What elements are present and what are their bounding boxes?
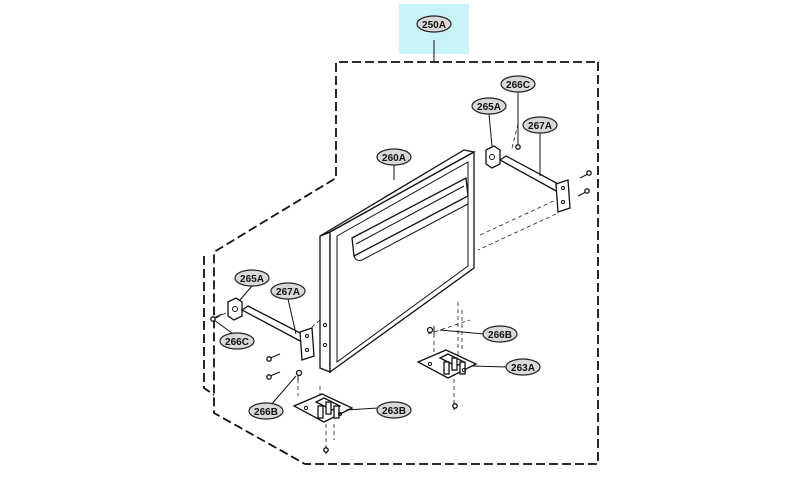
screws-top-right — [515, 130, 592, 197]
hinge-left — [292, 369, 354, 454]
leader-266B-right — [439, 329, 485, 335]
label-263B: 263B — [376, 401, 412, 419]
hidden-line-4 — [427, 319, 471, 335]
bracket-left — [227, 297, 243, 321]
hinge-right — [416, 326, 478, 410]
leader-263B — [345, 407, 379, 411]
door-panel — [319, 149, 476, 374]
svg-text:250A: 250A — [422, 20, 446, 31]
label-265A-top: 265A — [471, 97, 507, 115]
leader-265A-left — [239, 285, 253, 301]
bracket-top — [485, 145, 501, 169]
leader-266B-left — [269, 375, 297, 407]
assembly-boundary-inner — [203, 256, 215, 396]
rail-top — [498, 155, 571, 213]
label-266B-left: 266B — [248, 402, 284, 420]
svg-text:266B: 266B — [488, 330, 512, 341]
svg-text:260A: 260A — [382, 153, 406, 164]
leader-263A — [471, 365, 507, 368]
label-267A-top: 267A — [522, 116, 558, 134]
svg-text:263B: 263B — [382, 406, 406, 417]
svg-text:266C: 266C — [225, 337, 249, 348]
rail-left — [240, 305, 315, 361]
svg-text:267A: 267A — [276, 287, 300, 298]
svg-text:267A: 267A — [528, 121, 552, 132]
svg-text:266B: 266B — [254, 407, 278, 418]
label-266B-right: 266B — [482, 325, 518, 343]
svg-text:266C: 266C — [506, 80, 530, 91]
hidden-line-2 — [477, 213, 557, 251]
hidden-line-13 — [215, 307, 237, 319]
label-250A: 250A — [416, 15, 452, 33]
label-267A-left: 267A — [270, 282, 306, 300]
assembly-boundary — [213, 61, 599, 465]
label-266C-top: 266C — [500, 75, 536, 93]
svg-text:265A: 265A — [477, 102, 501, 113]
svg-text:263A: 263A — [511, 363, 535, 374]
leader-265A-top — [488, 113, 493, 147]
hidden-line-1 — [477, 197, 561, 237]
leader-267A-left — [287, 298, 297, 335]
label-266C-left: 266C — [219, 332, 255, 350]
label-265A-left: 265A — [234, 269, 270, 287]
label-260A: 260A — [376, 148, 412, 166]
svg-text:265A: 265A — [240, 274, 264, 285]
label-263A: 263A — [505, 358, 541, 376]
